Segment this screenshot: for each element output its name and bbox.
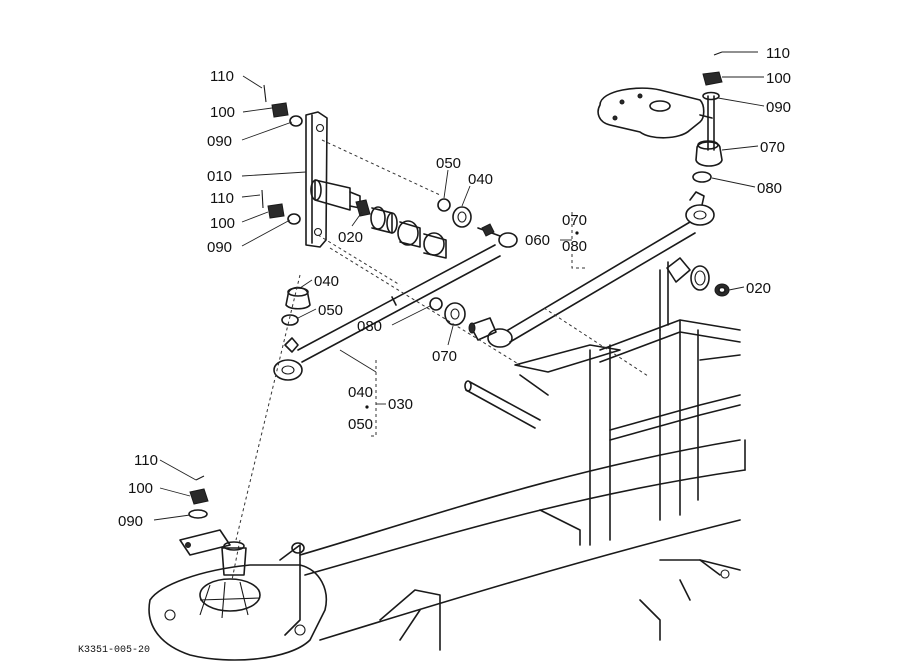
label-110-mid-left: 110: [210, 190, 234, 207]
label-040-center: 040: [314, 273, 339, 290]
label-100-bottom-left: 100: [128, 480, 153, 497]
label-060: 060: [525, 232, 550, 249]
tie-rod-right: [468, 191, 715, 348]
label-090-bottom-left: 090: [118, 513, 143, 530]
part-labels: 110 100 090 010 110 100 090 020 050 040 …: [78, 45, 791, 656]
label-030: 030: [388, 396, 413, 413]
label-110-top-left: 110: [210, 68, 234, 85]
label-080-group: 080: [562, 238, 587, 255]
label-080-right: 080: [757, 180, 782, 197]
drawing-code: K3351-005-20: [78, 645, 150, 656]
label-090-top-left: 090: [207, 133, 232, 150]
label-070-center: 070: [432, 348, 457, 365]
label-010: 010: [207, 168, 232, 185]
label-020-right: 020: [746, 280, 771, 297]
steering-gearbox: [148, 475, 327, 661]
leader-lines: [153, 51, 765, 521]
label-020-mid: 020: [338, 229, 363, 246]
label-100-top-right: 100: [766, 70, 791, 87]
center-pin-assembly: [310, 179, 447, 259]
label-110-top-right: 110: [766, 45, 790, 62]
right-castle-nut-group: [666, 257, 730, 297]
label-040-group: 040: [348, 384, 373, 401]
left-arm-010: [261, 84, 441, 286]
drag-link-left: [273, 244, 501, 381]
label-070-group: 070: [562, 212, 587, 229]
label-050-top: 050: [436, 155, 461, 172]
label-090-mid-left: 090: [207, 239, 232, 256]
label-050-group: 050: [348, 416, 373, 433]
right-steering-arm: [597, 51, 723, 183]
group-dot-030: [365, 405, 369, 409]
upper-boot-group: [437, 198, 518, 248]
label-110-bottom-left: 110: [134, 452, 158, 469]
label-040-top: 040: [468, 171, 493, 188]
label-080-center: 080: [357, 318, 382, 335]
tractor-frame: [299, 261, 746, 651]
label-070-right: 070: [760, 139, 785, 156]
group-dot-060: [575, 231, 579, 235]
label-100-top-left: 100: [210, 104, 235, 121]
dashed-guides: [231, 247, 649, 581]
label-100-mid-left: 100: [210, 215, 235, 232]
label-050-center: 050: [318, 302, 343, 319]
label-090-top-right: 090: [766, 99, 791, 116]
